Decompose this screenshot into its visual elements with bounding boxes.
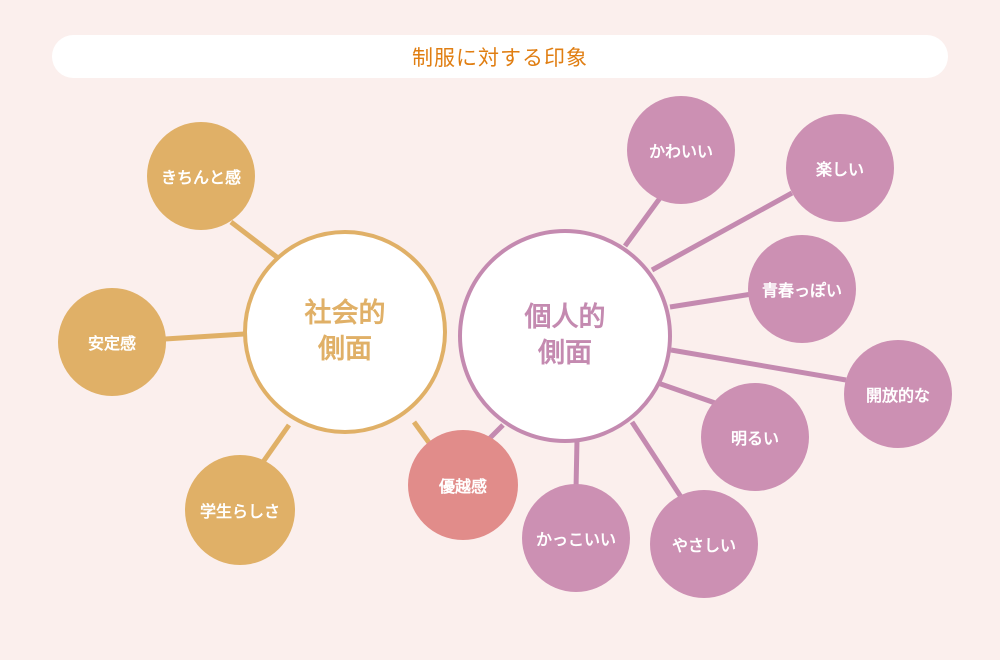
node-kakkoii: かっこいい	[522, 484, 630, 592]
node-akarui-label: 明るい	[730, 429, 779, 448]
link-personal-tanoshii	[650, 190, 794, 273]
node-yasashii-label: やさしい	[671, 536, 736, 555]
node-yuetsukan: 優越感	[408, 430, 518, 540]
hub-social: 社会的 側面	[243, 230, 447, 434]
link-social-anteikan	[164, 331, 245, 342]
link-social-gakuseirashisa	[260, 423, 292, 464]
node-kawaii: かわいい	[627, 96, 735, 204]
node-kaihou-label: 開放的な	[865, 386, 930, 405]
node-gakuseirashisa-label: 学生らしさ	[199, 502, 280, 521]
link-personal-kakkoii	[573, 439, 580, 490]
node-kichinto-label: きちんと感	[160, 168, 241, 187]
node-kawaii-label: かわいい	[648, 142, 713, 161]
diagram-title-text: 制服に対する印象	[412, 45, 588, 70]
hub-social-label: 社会的 側面	[304, 297, 386, 365]
node-yuetsukan-label: 優越感	[438, 477, 487, 496]
link-personal-yasashii	[629, 420, 684, 499]
link-personal-kaihou	[670, 347, 847, 383]
hub-personal: 個人的 側面	[458, 229, 672, 443]
link-personal-seishun	[669, 291, 753, 310]
link-personal-kawaii	[622, 196, 663, 248]
link-social-yuetsukan	[411, 420, 433, 446]
node-seishun: 青春っぽい	[748, 235, 856, 343]
node-tanoshii: 楽しい	[786, 114, 894, 222]
diagram-title: 制服に対する印象	[52, 35, 948, 78]
node-gakuseirashisa: 学生らしさ	[185, 455, 295, 565]
hub-personal-label: 個人的 側面	[524, 301, 606, 369]
node-anteikan: 安定感	[58, 288, 166, 396]
node-kaihou: 開放的な	[844, 340, 952, 448]
link-social-kichinto	[229, 220, 280, 260]
link-personal-akarui	[657, 380, 719, 407]
node-akarui: 明るい	[701, 383, 809, 491]
node-seishun-label: 青春っぽい	[761, 281, 842, 300]
node-kichinto: きちんと感	[147, 122, 255, 230]
node-kakkoii-label: かっこいい	[535, 530, 616, 549]
node-yasashii: やさしい	[650, 490, 758, 598]
node-tanoshii-label: 楽しい	[815, 160, 864, 179]
node-anteikan-label: 安定感	[87, 334, 136, 353]
